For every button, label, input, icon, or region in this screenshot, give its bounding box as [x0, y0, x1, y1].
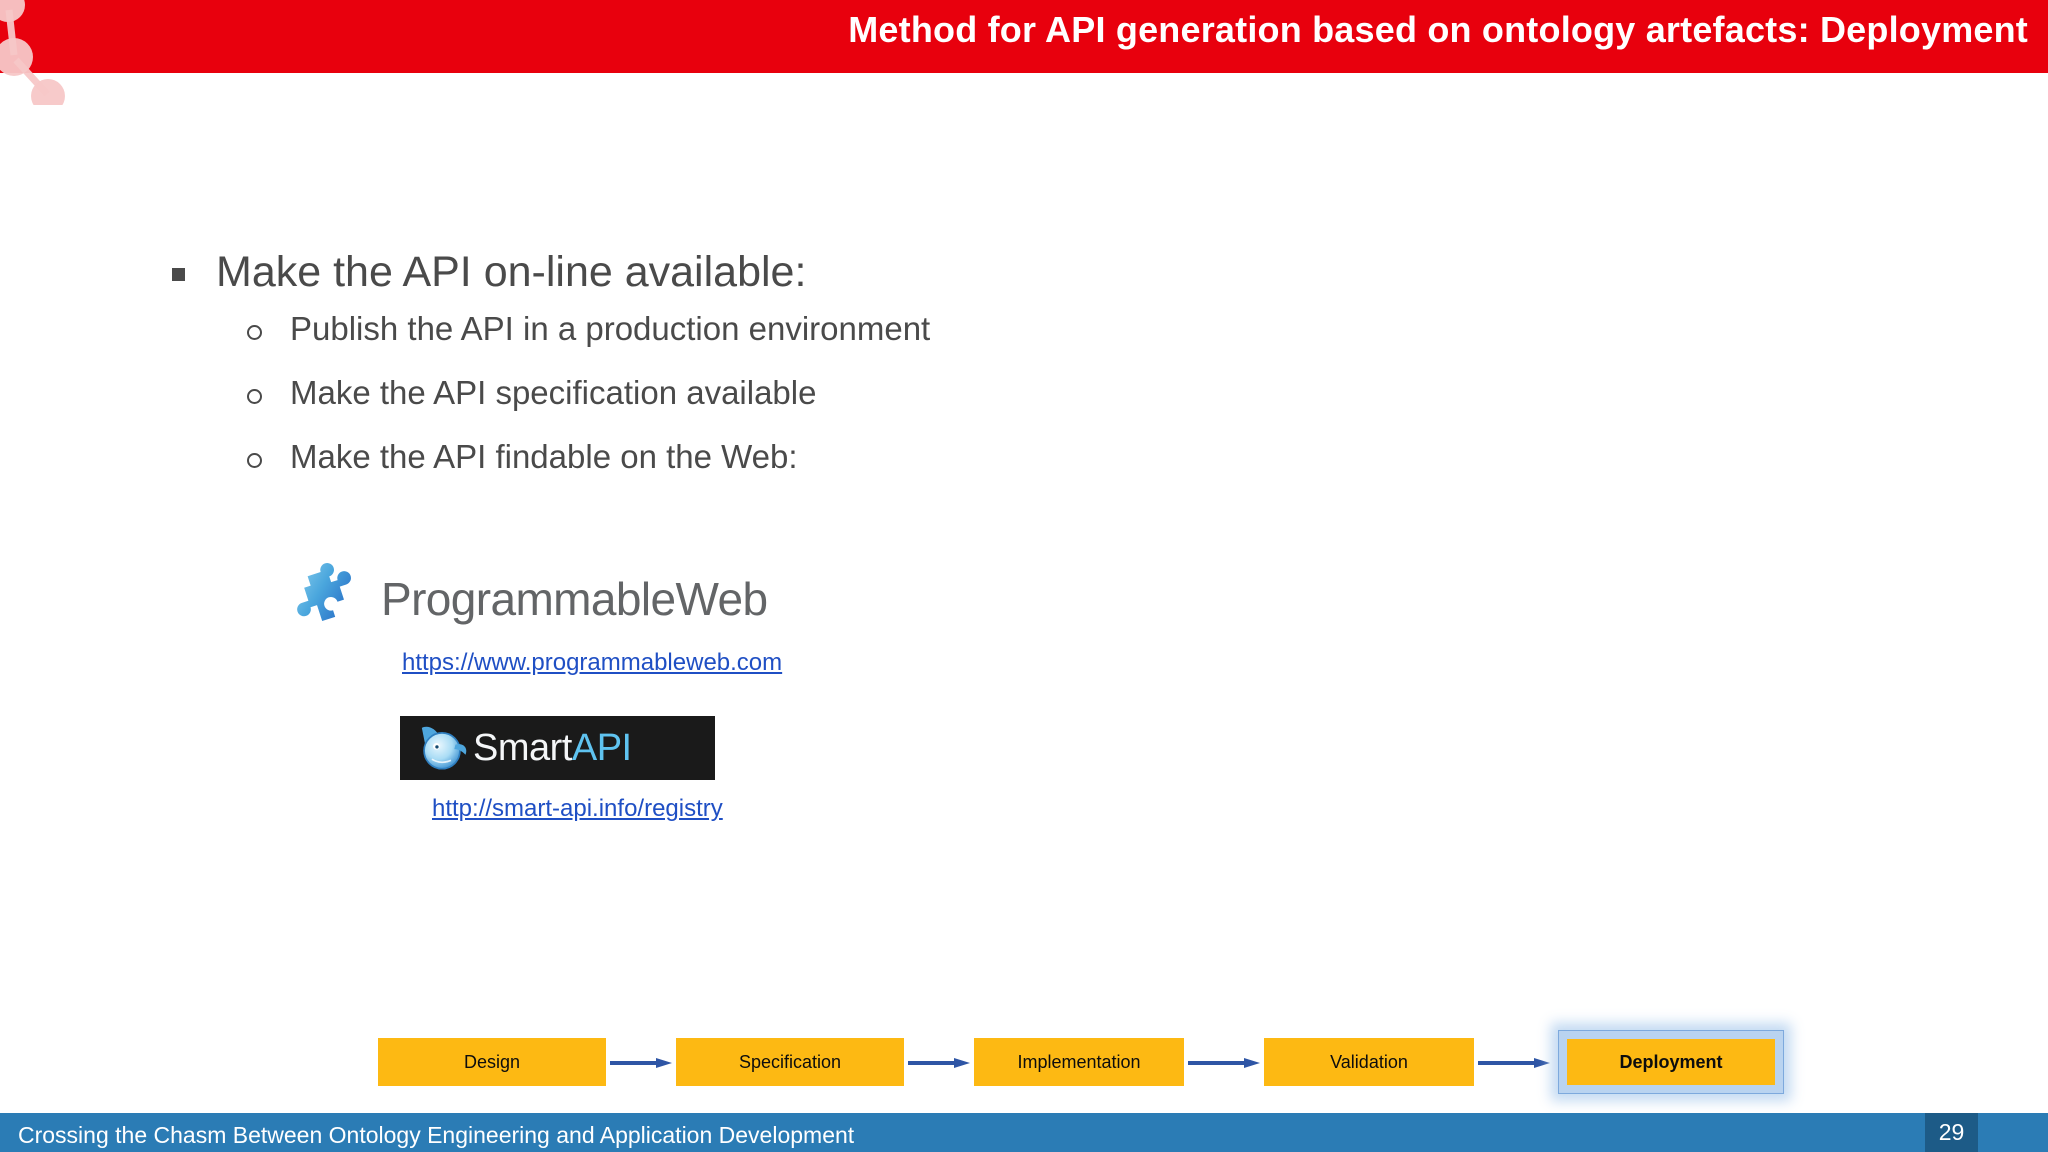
list-item: Publish the API in a production environm… [247, 308, 1647, 356]
circle-bullet-icon [247, 453, 262, 468]
flow-step-deployment[interactable]: Deployment [1558, 1030, 1784, 1094]
flow-step-label: Specification [738, 1051, 842, 1072]
sub-bullet-label: Make the API specification available [290, 374, 817, 411]
flow-arrow-3 [1188, 1058, 1260, 1068]
sub-bullet-label: Make the API findable on the Web: [290, 438, 798, 475]
flow-step-implementation[interactable]: Implementation [974, 1038, 1184, 1086]
dolphin-mascot-icon [421, 726, 467, 770]
smartapi-wordmark: SmartAPI [473, 727, 632, 770]
main-bullet-label: Make the API on-line available: [216, 248, 807, 296]
smartapi-wordmark-smart: Smart [473, 726, 572, 769]
flow-step-label: Implementation [1017, 1051, 1141, 1072]
footer-title: Crossing the Chasm Between Ontology Engi… [18, 1122, 855, 1148]
sub-bullet-list: Publish the API in a production environm… [247, 308, 1647, 500]
page-number: 29 [1938, 1119, 1965, 1145]
square-bullet-icon [172, 268, 185, 281]
flow-arrow-2 [908, 1058, 970, 1068]
page-number-badge: 29 [1925, 1113, 1978, 1152]
flow-arrow-4 [1478, 1058, 1550, 1068]
programmableweb-logo: ProgrammableWeb [293, 560, 768, 638]
smartapi-wordmark-api: API [571, 726, 632, 769]
smartapi-link[interactable]: http://smart-api.info/registry [432, 795, 723, 822]
footer-band [0, 1113, 2048, 1152]
programmableweb-wordmark: ProgrammableWeb [381, 573, 768, 625]
flow-step-design[interactable]: Design [378, 1038, 606, 1086]
circle-bullet-icon [247, 389, 262, 404]
header-band [0, 0, 2048, 73]
flow-step-specification[interactable]: Specification [676, 1038, 904, 1086]
flow-arrow-1 [610, 1058, 672, 1068]
smartapi-logo: SmartAPI [400, 716, 715, 780]
main-bullet: Make the API on-line available: [172, 248, 806, 296]
page-title: Method for API generation based on ontol… [848, 9, 2028, 50]
list-item: Make the API findable on the Web: [247, 436, 1647, 484]
slide-body: Make the API on-line available: Publish … [0, 73, 2048, 1079]
programmableweb-link[interactable]: https://www.programmableweb.com [402, 649, 783, 676]
sub-bullet-label: Publish the API in a production environm… [290, 310, 931, 347]
puzzle-piece-icon [297, 563, 351, 622]
flow-step-label: Deployment [1619, 1051, 1723, 1072]
flow-step-label: Validation [1330, 1051, 1408, 1072]
process-flow-diagram: Design Specification Implementation Vali… [378, 1022, 1784, 1102]
flow-step-validation[interactable]: Validation [1264, 1038, 1474, 1086]
flow-step-label: Design [463, 1051, 521, 1072]
list-item: Make the API specification available [247, 372, 1647, 420]
circle-bullet-icon [247, 325, 262, 340]
